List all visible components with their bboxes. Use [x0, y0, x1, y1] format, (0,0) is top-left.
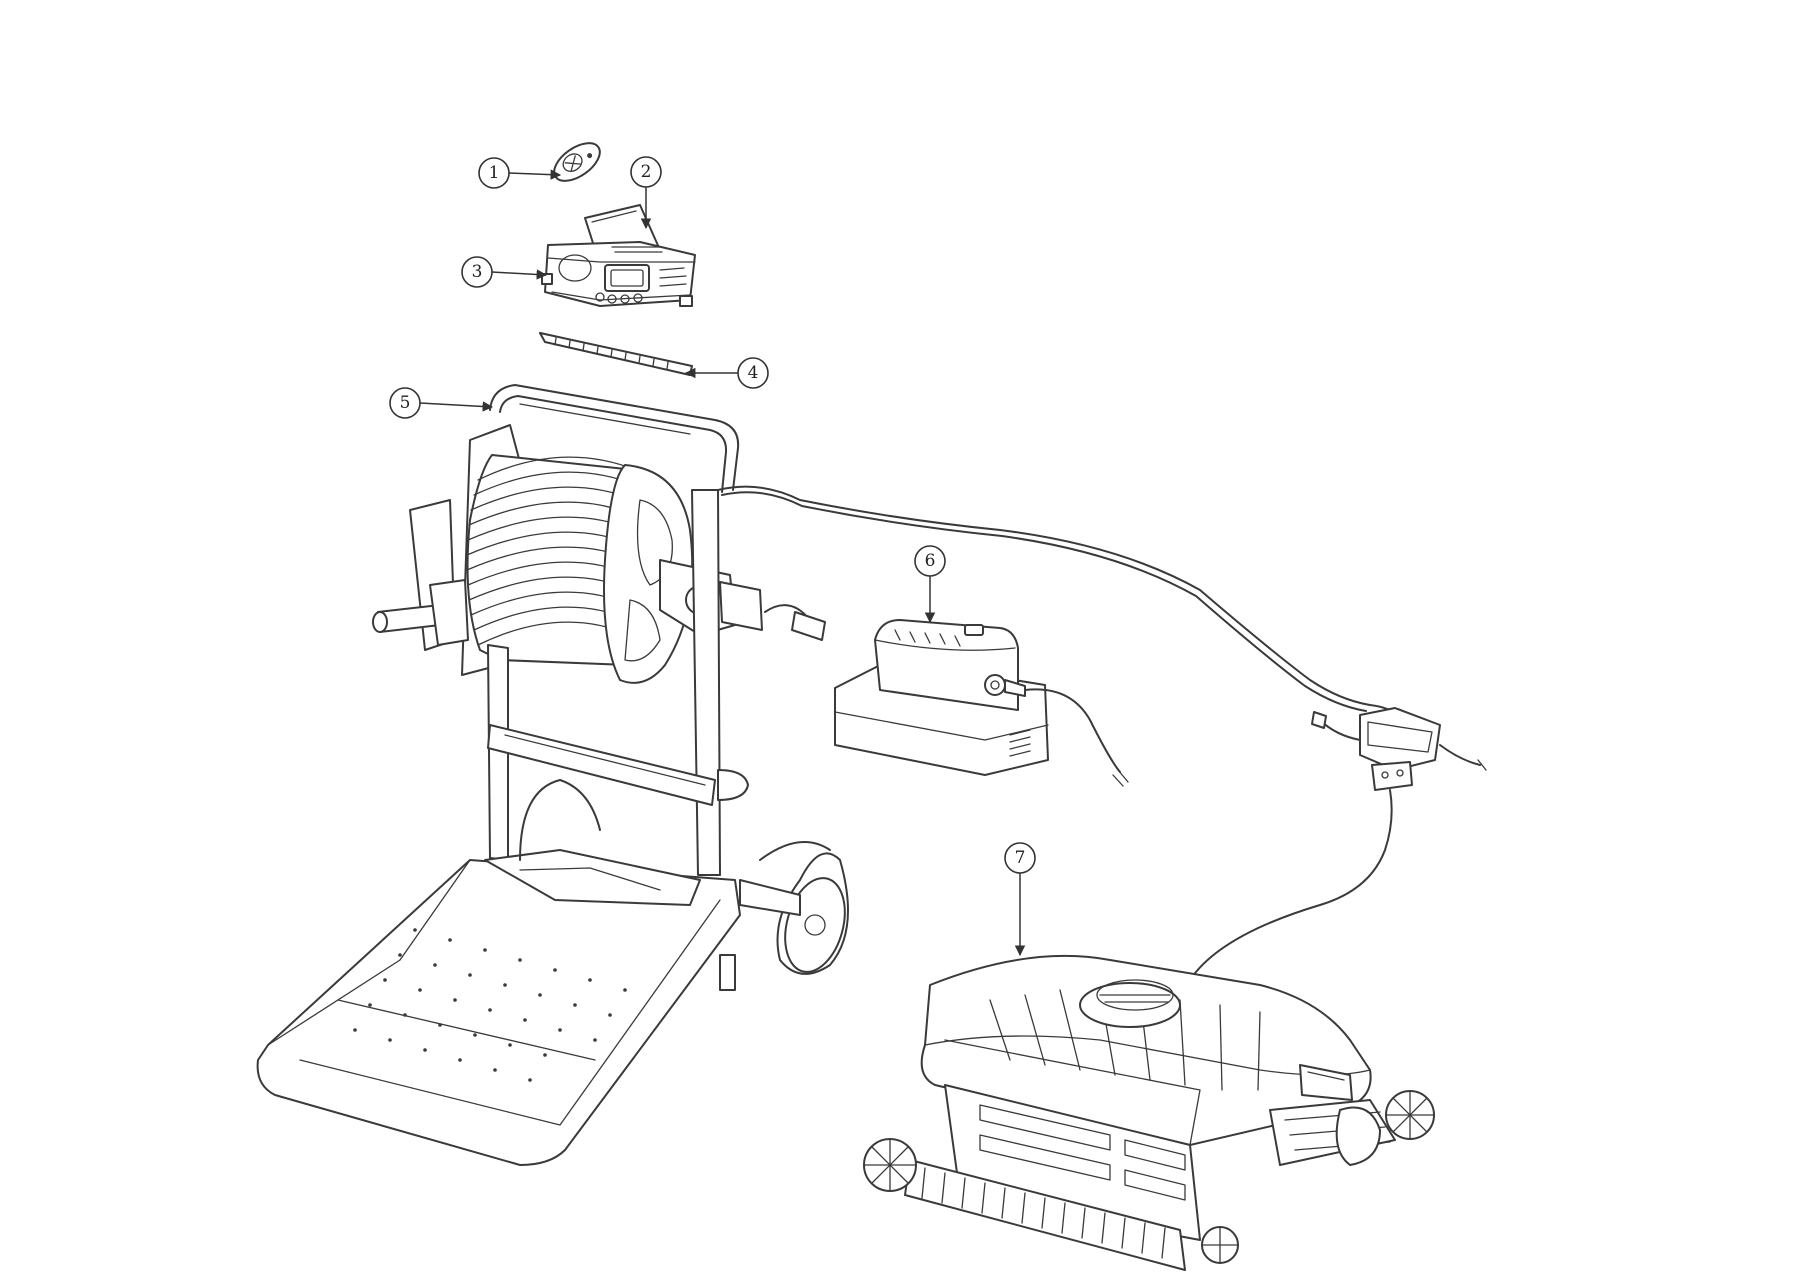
- callout-4: 4: [684, 357, 769, 389]
- control-unit-drawing: [541, 204, 696, 307]
- callout-1-label: 1: [489, 163, 500, 183]
- callout-6: 6: [914, 545, 946, 624]
- callout-2: 2: [630, 156, 662, 230]
- callout-4-label: 4: [748, 363, 759, 383]
- callout-3-label: 3: [472, 262, 483, 282]
- callout-3: 3: [461, 256, 548, 288]
- power-supply-drawing: [834, 619, 1129, 787]
- callout-5-label: 5: [400, 393, 411, 413]
- callout-7: 7: [1004, 842, 1036, 957]
- callout-7-label: 7: [1015, 848, 1026, 868]
- robot-drawing: [863, 954, 1435, 1271]
- callout-5: 5: [389, 387, 494, 419]
- caddy-drawing: [256, 384, 849, 1166]
- callout-6-label: 6: [925, 551, 936, 571]
- callout-2-label: 2: [641, 162, 652, 182]
- callout-1: 1: [478, 157, 562, 189]
- remote-drawing: [553, 142, 601, 182]
- swivel-drawing: [1184, 707, 1487, 1001]
- bracket-drawing: [539, 332, 693, 376]
- main-cable: [717, 485, 1401, 721]
